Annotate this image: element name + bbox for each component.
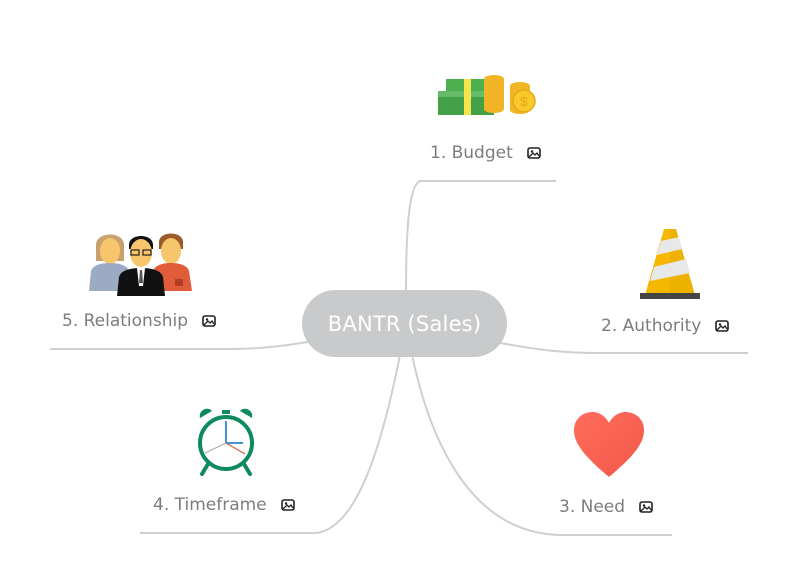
connector-authority bbox=[499, 342, 748, 354]
image-attachment-icon[interactable] bbox=[202, 315, 216, 327]
branch-timeframe-label: 4. Timeframe bbox=[153, 495, 267, 515]
people-group-icon[interactable] bbox=[89, 231, 193, 296]
connector-timeframe bbox=[140, 354, 401, 534]
branch-relationship[interactable]: 5. Relationship bbox=[62, 311, 216, 331]
image-attachment-icon[interactable] bbox=[280, 499, 295, 511]
money-stack-coins-icon[interactable]: $ bbox=[438, 73, 538, 117]
branch-need-label: 3. Need bbox=[559, 497, 626, 517]
branch-authority[interactable]: 2. Authority bbox=[601, 316, 730, 336]
central-topic[interactable]: BANTR (Sales) bbox=[302, 290, 507, 357]
heart-icon[interactable] bbox=[573, 411, 645, 479]
branch-budget[interactable]: 1. Budget bbox=[430, 143, 541, 163]
connector-budget bbox=[405, 180, 556, 293]
alarm-clock-icon[interactable] bbox=[194, 406, 258, 476]
branch-timeframe[interactable]: 4. Timeframe bbox=[153, 495, 295, 515]
branch-authority-label: 2. Authority bbox=[601, 316, 702, 336]
connector-relationship bbox=[50, 341, 309, 350]
central-topic-label: BANTR (Sales) bbox=[327, 311, 482, 336]
branch-need[interactable]: 3. Need bbox=[559, 497, 653, 517]
connector-need bbox=[411, 354, 672, 536]
image-attachment-icon[interactable] bbox=[715, 320, 730, 332]
traffic-cone-icon[interactable] bbox=[639, 229, 701, 300]
svg-text:$: $ bbox=[520, 94, 528, 109]
image-attachment-icon[interactable] bbox=[526, 147, 541, 159]
branch-relationship-label: 5. Relationship bbox=[62, 311, 188, 331]
branch-budget-label: 1. Budget bbox=[430, 143, 513, 163]
image-attachment-icon[interactable] bbox=[639, 501, 653, 513]
